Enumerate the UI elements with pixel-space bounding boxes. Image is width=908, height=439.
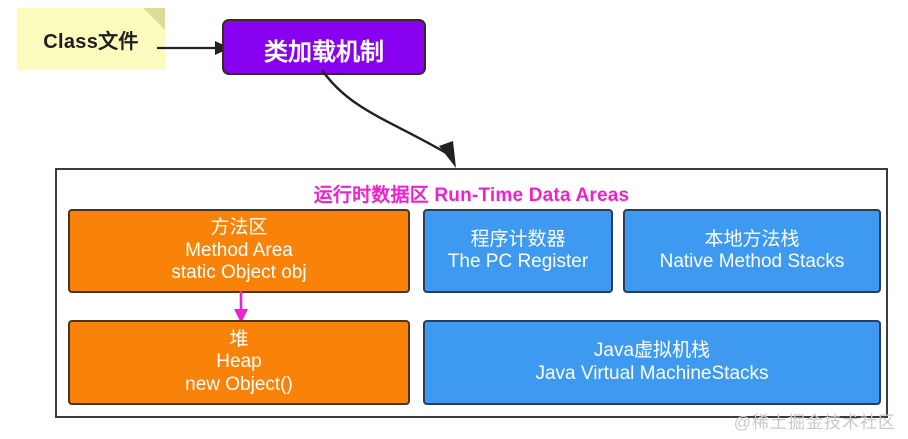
arrow-class-to-loader (155, 33, 230, 63)
arrow-method-area-to-heap (228, 291, 254, 323)
method-area-cn-label: 方法区 (210, 217, 268, 239)
arrow-loader-to-runtime (320, 68, 500, 173)
heap-cn-label: 堆 (229, 328, 249, 350)
jvm-stacks-en-label: Java Virtual MachineStacks (535, 362, 769, 384)
method-area-en-label: Method Area (185, 239, 293, 261)
heap-box[interactable]: 堆 Heap new Object() (68, 320, 410, 405)
heap-en-label: Heap (216, 351, 262, 373)
method-area-detail-label: static Object obj (171, 262, 307, 284)
class-loader-box[interactable]: 类加载机制 (222, 19, 426, 75)
class-loader-label: 类加载机制 (264, 39, 384, 66)
class-file-note: Class文件 (17, 8, 165, 70)
pc-register-cn-label: 程序计数器 (470, 228, 566, 250)
heap-detail-label: new Object() (185, 373, 293, 395)
watermark: @稀土掘金技术社区 (733, 413, 896, 432)
pc-register-box[interactable]: 程序计数器 The PC Register (423, 209, 613, 293)
native-method-stacks-cn-label: 本地方法栈 (704, 228, 800, 250)
runtime-data-areas-title: 运行时数据区 Run-Time Data Areas (313, 185, 630, 206)
note-folded-corner-icon (143, 8, 165, 30)
method-area-box[interactable]: 方法区 Method Area static Object obj (68, 209, 410, 293)
jvm-stacks-cn-label: Java虚拟机栈 (593, 340, 711, 362)
native-method-stacks-box[interactable]: 本地方法栈 Native Method Stacks (623, 209, 881, 293)
jvm-stacks-box[interactable]: Java虚拟机栈 Java Virtual MachineStacks (423, 320, 881, 405)
pc-register-en-label: The PC Register (447, 251, 589, 272)
class-file-label: Class文件 (43, 31, 139, 53)
native-method-stacks-en-label: Native Method Stacks (659, 251, 845, 272)
